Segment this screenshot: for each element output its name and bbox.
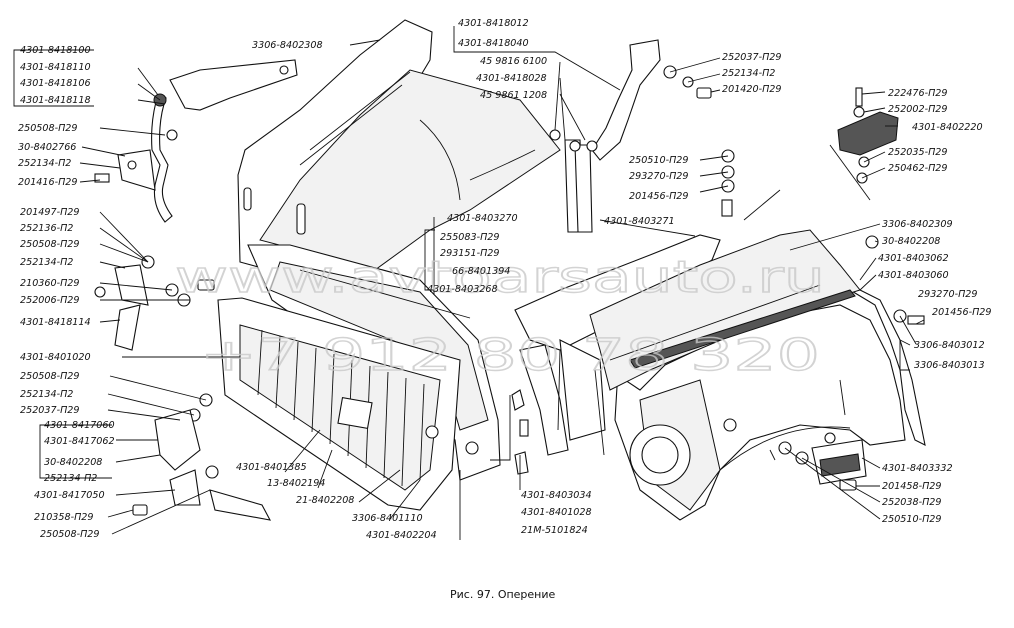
part-label: 210358-П29 bbox=[34, 512, 94, 523]
front-fender bbox=[614, 284, 926, 521]
part-label: 255083-П29 bbox=[440, 232, 500, 243]
part-label: 250508-П29 bbox=[20, 371, 80, 382]
part-label: 4301-8418012 bbox=[458, 18, 529, 29]
part-label: 4301-8418100 bbox=[20, 45, 91, 56]
part-label: 30-8402766 bbox=[18, 142, 76, 153]
part-label: 4301-8401385 bbox=[236, 462, 307, 473]
part-label: 293270-П29 bbox=[918, 289, 978, 300]
part-label: 250508-П29 bbox=[20, 239, 80, 250]
part-label: 3306-8403013 bbox=[914, 360, 985, 371]
part-label: 201420-П29 bbox=[722, 84, 782, 95]
part-label: 250508-П29 bbox=[40, 529, 100, 540]
part-label: 4301-8403271 bbox=[604, 216, 675, 227]
part-label: 4301-8402220 bbox=[912, 122, 983, 133]
part-label: 4301-8403270 bbox=[447, 213, 518, 224]
part-label: 4301-8418118 bbox=[20, 95, 91, 106]
part-label: 293151-П29 bbox=[440, 248, 500, 259]
part-label: 252136-П2 bbox=[20, 223, 73, 234]
part-label: 45 9861 1208 bbox=[480, 90, 547, 101]
part-label: 201456-П29 bbox=[932, 307, 992, 318]
part-label: 4301-8403268 bbox=[427, 284, 498, 295]
mudflap-hardware bbox=[778, 309, 925, 491]
hood-hinge bbox=[549, 39, 661, 233]
part-label: 252037-П29 bbox=[20, 405, 80, 416]
part-label: 3306-8402309 bbox=[882, 219, 953, 230]
hardware-left bbox=[94, 255, 215, 351]
part-label: 252037-П29 bbox=[722, 52, 782, 63]
part-label: 30-8402208 bbox=[44, 457, 102, 468]
part-label: 45 9816 6100 bbox=[480, 56, 547, 67]
part-label: 3306-8401110 bbox=[352, 513, 423, 524]
part-label: 4301-8418114 bbox=[20, 317, 91, 328]
part-label: 4301-8403332 bbox=[882, 463, 953, 474]
part-label: 13-8402194 bbox=[267, 478, 325, 489]
part-label: 252134-П2 bbox=[20, 389, 73, 400]
figure-caption: Рис. 97. Оперение bbox=[450, 588, 556, 601]
part-label: 21-8402208 bbox=[296, 495, 354, 506]
part-label: 201416-П29 bbox=[18, 177, 78, 188]
part-label: 252134-П2 bbox=[20, 257, 73, 268]
hardware-lower-middle bbox=[425, 389, 529, 475]
part-label: 250462-П29 bbox=[888, 163, 948, 174]
part-label: 4301-8403060 bbox=[878, 270, 949, 281]
part-label: 4301-8403034 bbox=[521, 490, 592, 501]
part-label: 66-8401394 bbox=[452, 266, 510, 277]
part-label: 250510-П29 bbox=[629, 155, 689, 166]
part-label: 201456-П29 bbox=[629, 191, 689, 202]
part-label: 4301-8402204 bbox=[366, 530, 437, 541]
part-label: 4301-8418110 bbox=[20, 62, 91, 73]
part-label: 4301-8418028 bbox=[476, 73, 547, 84]
hood bbox=[237, 19, 561, 271]
part-label: 4301-8417062 bbox=[44, 436, 115, 447]
license-plate-bracket bbox=[132, 393, 272, 521]
grille bbox=[217, 297, 461, 511]
part-label: 201458-П29 bbox=[882, 481, 942, 492]
part-label: 250508-П29 bbox=[18, 123, 78, 134]
part-label: 252002-П29 bbox=[888, 104, 948, 115]
part-label: 4301-8418040 bbox=[458, 38, 529, 49]
part-labels: 4301-8418100 4301-8418110 4301-8418106 4… bbox=[18, 18, 992, 541]
watermark: www.avtoarsauto.ru +7 912 80 78 320 bbox=[174, 251, 825, 381]
part-label: 4301-8417060 bbox=[44, 420, 115, 431]
drawing bbox=[13, 19, 926, 540]
inner-fender-panel bbox=[514, 229, 879, 456]
part-label: 30-8402208 bbox=[882, 236, 940, 247]
watermark-phone: +7 912 80 78 320 bbox=[200, 330, 820, 381]
part-label: 4301-8403062 bbox=[878, 253, 949, 264]
part-label: 222476-П29 bbox=[888, 88, 948, 99]
part-label: 3306-8403012 bbox=[914, 340, 985, 351]
part-label: 201497-П29 bbox=[20, 207, 80, 218]
part-label: 21М-5101824 bbox=[521, 525, 588, 536]
leader-lines bbox=[13, 26, 925, 540]
part-label: 293270-П29 bbox=[629, 171, 689, 182]
hood-prop bbox=[94, 59, 298, 223]
part-label: 3306-8402308 bbox=[252, 40, 323, 51]
part-label: 210360-П29 bbox=[20, 278, 80, 289]
part-label: 252134-П2 bbox=[722, 68, 775, 79]
part-label: 4301-8418106 bbox=[20, 78, 91, 89]
part-label: 4301-8401028 bbox=[521, 507, 592, 518]
part-label: 252035-П29 bbox=[888, 147, 948, 158]
part-label: 4301-8401020 bbox=[20, 352, 91, 363]
part-label: 250510-П29 bbox=[882, 514, 942, 525]
part-label: 252038-П29 bbox=[882, 497, 942, 508]
part-label: 252134-П2 bbox=[44, 473, 97, 484]
watermark-site: www.avtoarsauto.ru bbox=[175, 252, 825, 303]
part-label: 252006-П29 bbox=[20, 295, 80, 306]
part-label: 252134-П2 bbox=[18, 158, 71, 169]
part-label: 4301-8417050 bbox=[34, 490, 105, 501]
